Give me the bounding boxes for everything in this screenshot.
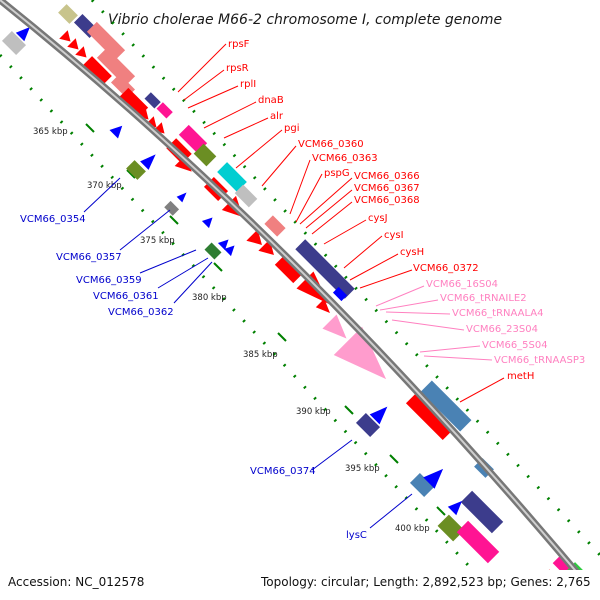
gene-label-dnaB[interactable]: dnaB <box>258 95 284 106</box>
gene-label-VCM66_16S04[interactable]: VCM66_16S04 <box>426 279 498 290</box>
rna-arrow <box>333 326 387 380</box>
accession-text: Accession: NC_012578 <box>8 575 144 589</box>
gene-block <box>193 143 217 167</box>
scale-label-375: 375 kbp <box>140 236 175 246</box>
gene-block <box>295 239 355 299</box>
rna-arrow <box>322 314 347 339</box>
gene-label-VCM66_tRNAALA4[interactable]: VCM66_tRNAALA4 <box>452 308 544 319</box>
forward-label-leaders <box>83 177 413 529</box>
gene-label-VCM66_0362[interactable]: VCM66_0362 <box>108 307 174 318</box>
gene-block <box>437 514 465 542</box>
gene-arrow <box>75 46 87 58</box>
gene-label-VCM66_tRNAASP3[interactable]: VCM66_tRNAASP3 <box>494 355 585 366</box>
gene-block <box>126 160 146 180</box>
gene-arrow <box>15 27 30 42</box>
scale-label-400: 400 kbp <box>395 524 430 534</box>
gene-arrow <box>201 217 213 229</box>
gene-block <box>456 520 500 564</box>
gene-arrow <box>59 30 71 42</box>
forward-gene-labels: VCM66_0354 VCM66_0357 VCM66_0359 VCM66_0… <box>20 214 367 541</box>
gene-label-VCM66_0363[interactable]: VCM66_0363 <box>312 153 378 164</box>
gene-arrow <box>423 468 444 489</box>
gene-label-VCM66_0359[interactable]: VCM66_0359 <box>76 275 142 286</box>
gene-label-rplI[interactable]: rplI <box>240 79 256 90</box>
gene-block <box>332 286 348 302</box>
map-title: Vibrio cholerae M66-2 chromosome I, comp… <box>108 12 502 28</box>
rna-gene-labels: VCM66_16S04 VCM66_tRNAILE2 VCM66_tRNAALA… <box>426 279 585 366</box>
gene-block <box>264 215 286 237</box>
gene-block <box>144 92 161 109</box>
reverse-label-leaders <box>177 43 505 403</box>
gene-block <box>204 242 222 260</box>
gene-label-VCM66_0354[interactable]: VCM66_0354 <box>20 214 86 225</box>
topology-text: Topology: circular; Length: 2,892,523 bp… <box>260 575 591 589</box>
gene-label-VCM66_0357[interactable]: VCM66_0357 <box>56 252 122 263</box>
gene-block <box>58 4 78 24</box>
scale-label-370: 370 kbp <box>87 181 122 191</box>
gene-block <box>82 56 112 86</box>
scale-label-385: 385 kbp <box>243 350 278 360</box>
gene-label-VCM66_23S04[interactable]: VCM66_23S04 <box>466 324 538 335</box>
gene-label-lysC[interactable]: lysC <box>346 530 367 541</box>
gene-block <box>409 472 435 498</box>
scale-label-390: 390 kbp <box>296 407 331 417</box>
gene-label-alr[interactable]: alr <box>270 111 284 122</box>
scale-label-395: 395 kbp <box>345 464 380 474</box>
gene-arrow <box>109 125 123 139</box>
gene-label-rpsR[interactable]: rpsR <box>226 63 249 74</box>
inner-track <box>0 53 502 600</box>
scale-label-380: 380 kbp <box>192 293 227 303</box>
gene-arrow <box>176 192 187 203</box>
gene-block <box>420 380 472 432</box>
gene-arrow <box>217 239 229 251</box>
gene-label-cysJ[interactable]: cysJ <box>368 213 388 224</box>
gene-label-VCM66_5S04[interactable]: VCM66_5S04 <box>482 340 548 351</box>
gene-label-VCM66_0366[interactable]: VCM66_0366 <box>354 171 420 182</box>
gene-block <box>178 124 208 154</box>
gene-label-VCM66_tRNAILE2[interactable]: VCM66_tRNAILE2 <box>440 293 527 304</box>
gene-label-VCM66_0374[interactable]: VCM66_0374 <box>250 466 316 477</box>
gene-block <box>86 21 126 61</box>
outer-track <box>90 0 600 557</box>
gene-block <box>274 254 304 284</box>
gene-arrow <box>223 245 235 257</box>
gene-label-pgi[interactable]: pgi <box>284 123 299 134</box>
gene-label-VCM66_0368[interactable]: VCM66_0368 <box>354 195 420 206</box>
gene-label-rpsF[interactable]: rpsF <box>228 39 250 50</box>
reverse-gene-labels: rpsF rpsR rplI dnaB alr pgi VCM66_0360 V… <box>226 39 534 382</box>
gene-label-metH[interactable]: metH <box>507 371 534 382</box>
footer-bar <box>0 570 600 600</box>
gene-block <box>355 412 381 438</box>
gene-arrow <box>67 38 79 50</box>
reverse-strand-genes <box>58 4 595 600</box>
gene-block <box>96 47 136 87</box>
gene-block <box>405 391 455 441</box>
gene-block <box>1 30 27 56</box>
scale-label-365: 365 kbp <box>33 127 68 137</box>
gene-label-cysI[interactable]: cysI <box>384 230 404 241</box>
gene-block <box>156 102 173 119</box>
gene-arrow <box>140 154 156 170</box>
gene-label-cysH[interactable]: cysH <box>400 247 424 258</box>
gene-block <box>119 87 149 117</box>
forward-strand-genes <box>1 27 462 516</box>
gene-block <box>460 490 504 534</box>
gene-label-pspG[interactable]: pspG <box>324 168 350 179</box>
scale-ticks <box>85 123 446 516</box>
gene-block <box>234 184 258 208</box>
gene-arrow <box>369 406 388 425</box>
gene-label-VCM66_0361[interactable]: VCM66_0361 <box>93 291 159 302</box>
gene-arrow <box>315 298 330 313</box>
gene-block <box>217 162 247 192</box>
gene-label-VCM66_0360[interactable]: VCM66_0360 <box>298 139 364 150</box>
gene-label-VCM66_0372[interactable]: VCM66_0372 <box>413 263 479 274</box>
gene-block <box>164 200 180 216</box>
gene-arrow <box>447 501 462 516</box>
rna-label-leaders <box>375 285 493 361</box>
gene-label-VCM66_0367[interactable]: VCM66_0367 <box>354 183 420 194</box>
